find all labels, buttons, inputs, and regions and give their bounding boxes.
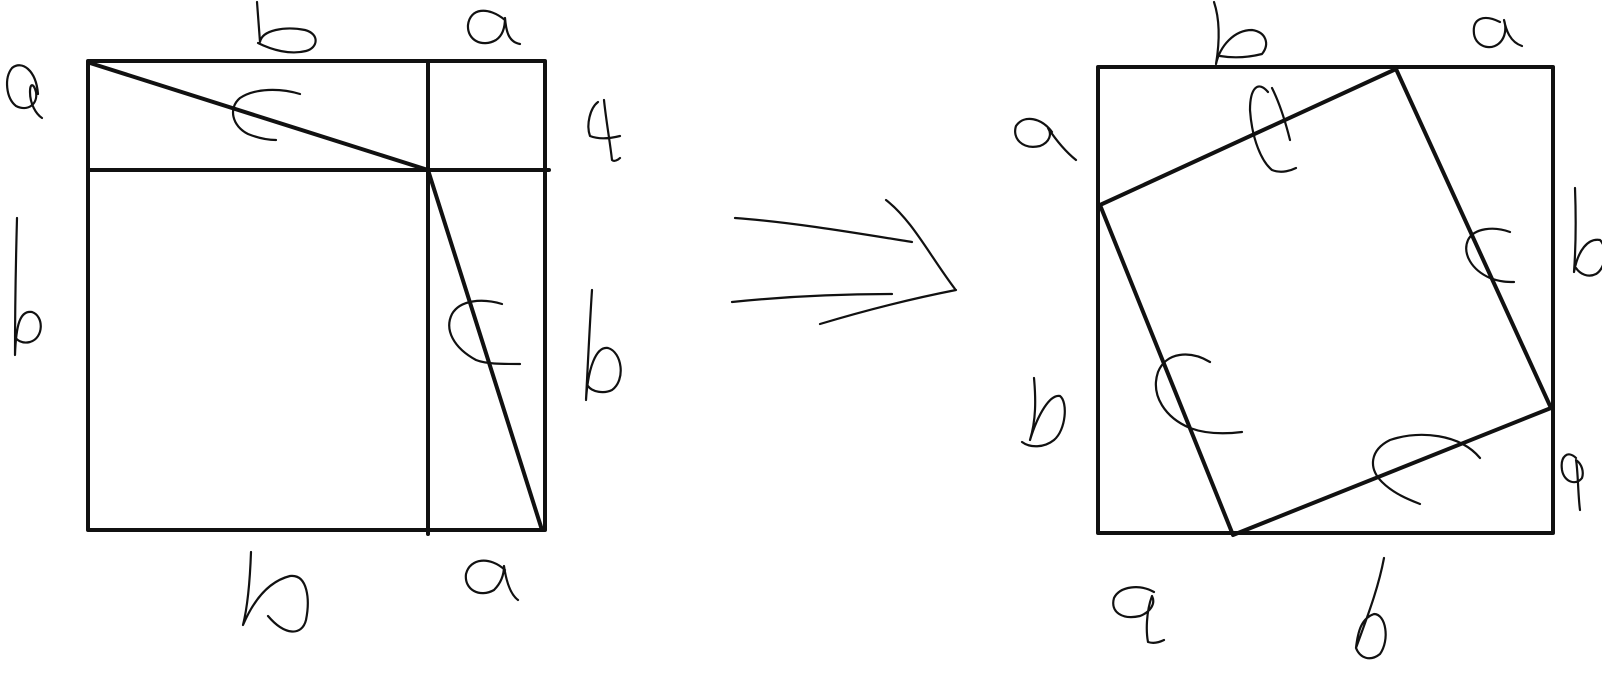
svg-text:a: a [0,0,1,1]
svg-text:b: b [0,0,1,1]
left-label-hyp-top-c: c [0,0,302,142]
svg-text:b: b [0,0,1,1]
right-figure: b a a b b a a [0,0,1602,660]
svg-text:b: b [0,0,1,1]
right-label-c-top: c [0,0,1298,173]
right-outer-square [1096,65,1555,535]
svg-text:a: a [0,0,1,1]
svg-text:c: c [0,0,1,1]
right-label-left-a: a [0,0,1078,162]
svg-text:b: b [0,0,1,1]
implies-arrow: ⇒ [0,0,958,326]
svg-text:b: b [0,0,1,1]
left-label-left-b: b [0,0,42,357]
svg-text:⇒: ⇒ [0,0,1,1]
left-label-left-a: a [0,0,44,120]
left-outer-square [86,59,547,532]
svg-text:c: c [0,0,1,1]
right-inner-tilted-square [1098,67,1553,537]
left-label-bottom-a: a [0,0,520,602]
svg-text:a: a [0,0,1,1]
svg-text:a: a [0,0,1,1]
right-label-c-right: c [0,0,1516,284]
svg-text:a: a [0,0,1,1]
left-label-top-a: a [0,0,522,46]
svg-text:c: c [0,0,1,1]
right-label-right-b: b [0,0,1602,277]
right-label-bottom-b: b [0,0,1387,660]
left-label-bottom-b: b [0,0,309,633]
left-label-right-b: b [0,0,622,402]
svg-text:c: c [0,0,1,1]
left-label-top-b: b [0,0,317,54]
svg-text:a: a [0,0,1,1]
svg-text:c: c [0,0,1,1]
right-label-top-b: b [0,0,1268,66]
right-label-right-a: a [0,0,1584,512]
svg-text:b: b [0,0,1,1]
right-label-c-left: c [0,0,1244,435]
left-label-right-a: a [0,0,622,162]
svg-text:b: b [0,0,1,1]
right-label-left-b: b [0,0,1066,448]
svg-text:c: c [0,0,1,1]
right-label-bottom-a: a [0,0,1166,644]
svg-text:a: a [0,0,1,1]
right-label-c-bottom: c [0,0,1482,506]
left-top-hypotenuse [88,61,430,172]
right-label-top-a: a [0,0,1524,49]
left-label-hyp-right-c: c [0,0,522,366]
left-figure: b a a b a b b [0,0,622,633]
svg-text:b: b [0,0,1,1]
svg-text:a: a [0,0,1,1]
left-right-hypotenuse [426,168,544,532]
